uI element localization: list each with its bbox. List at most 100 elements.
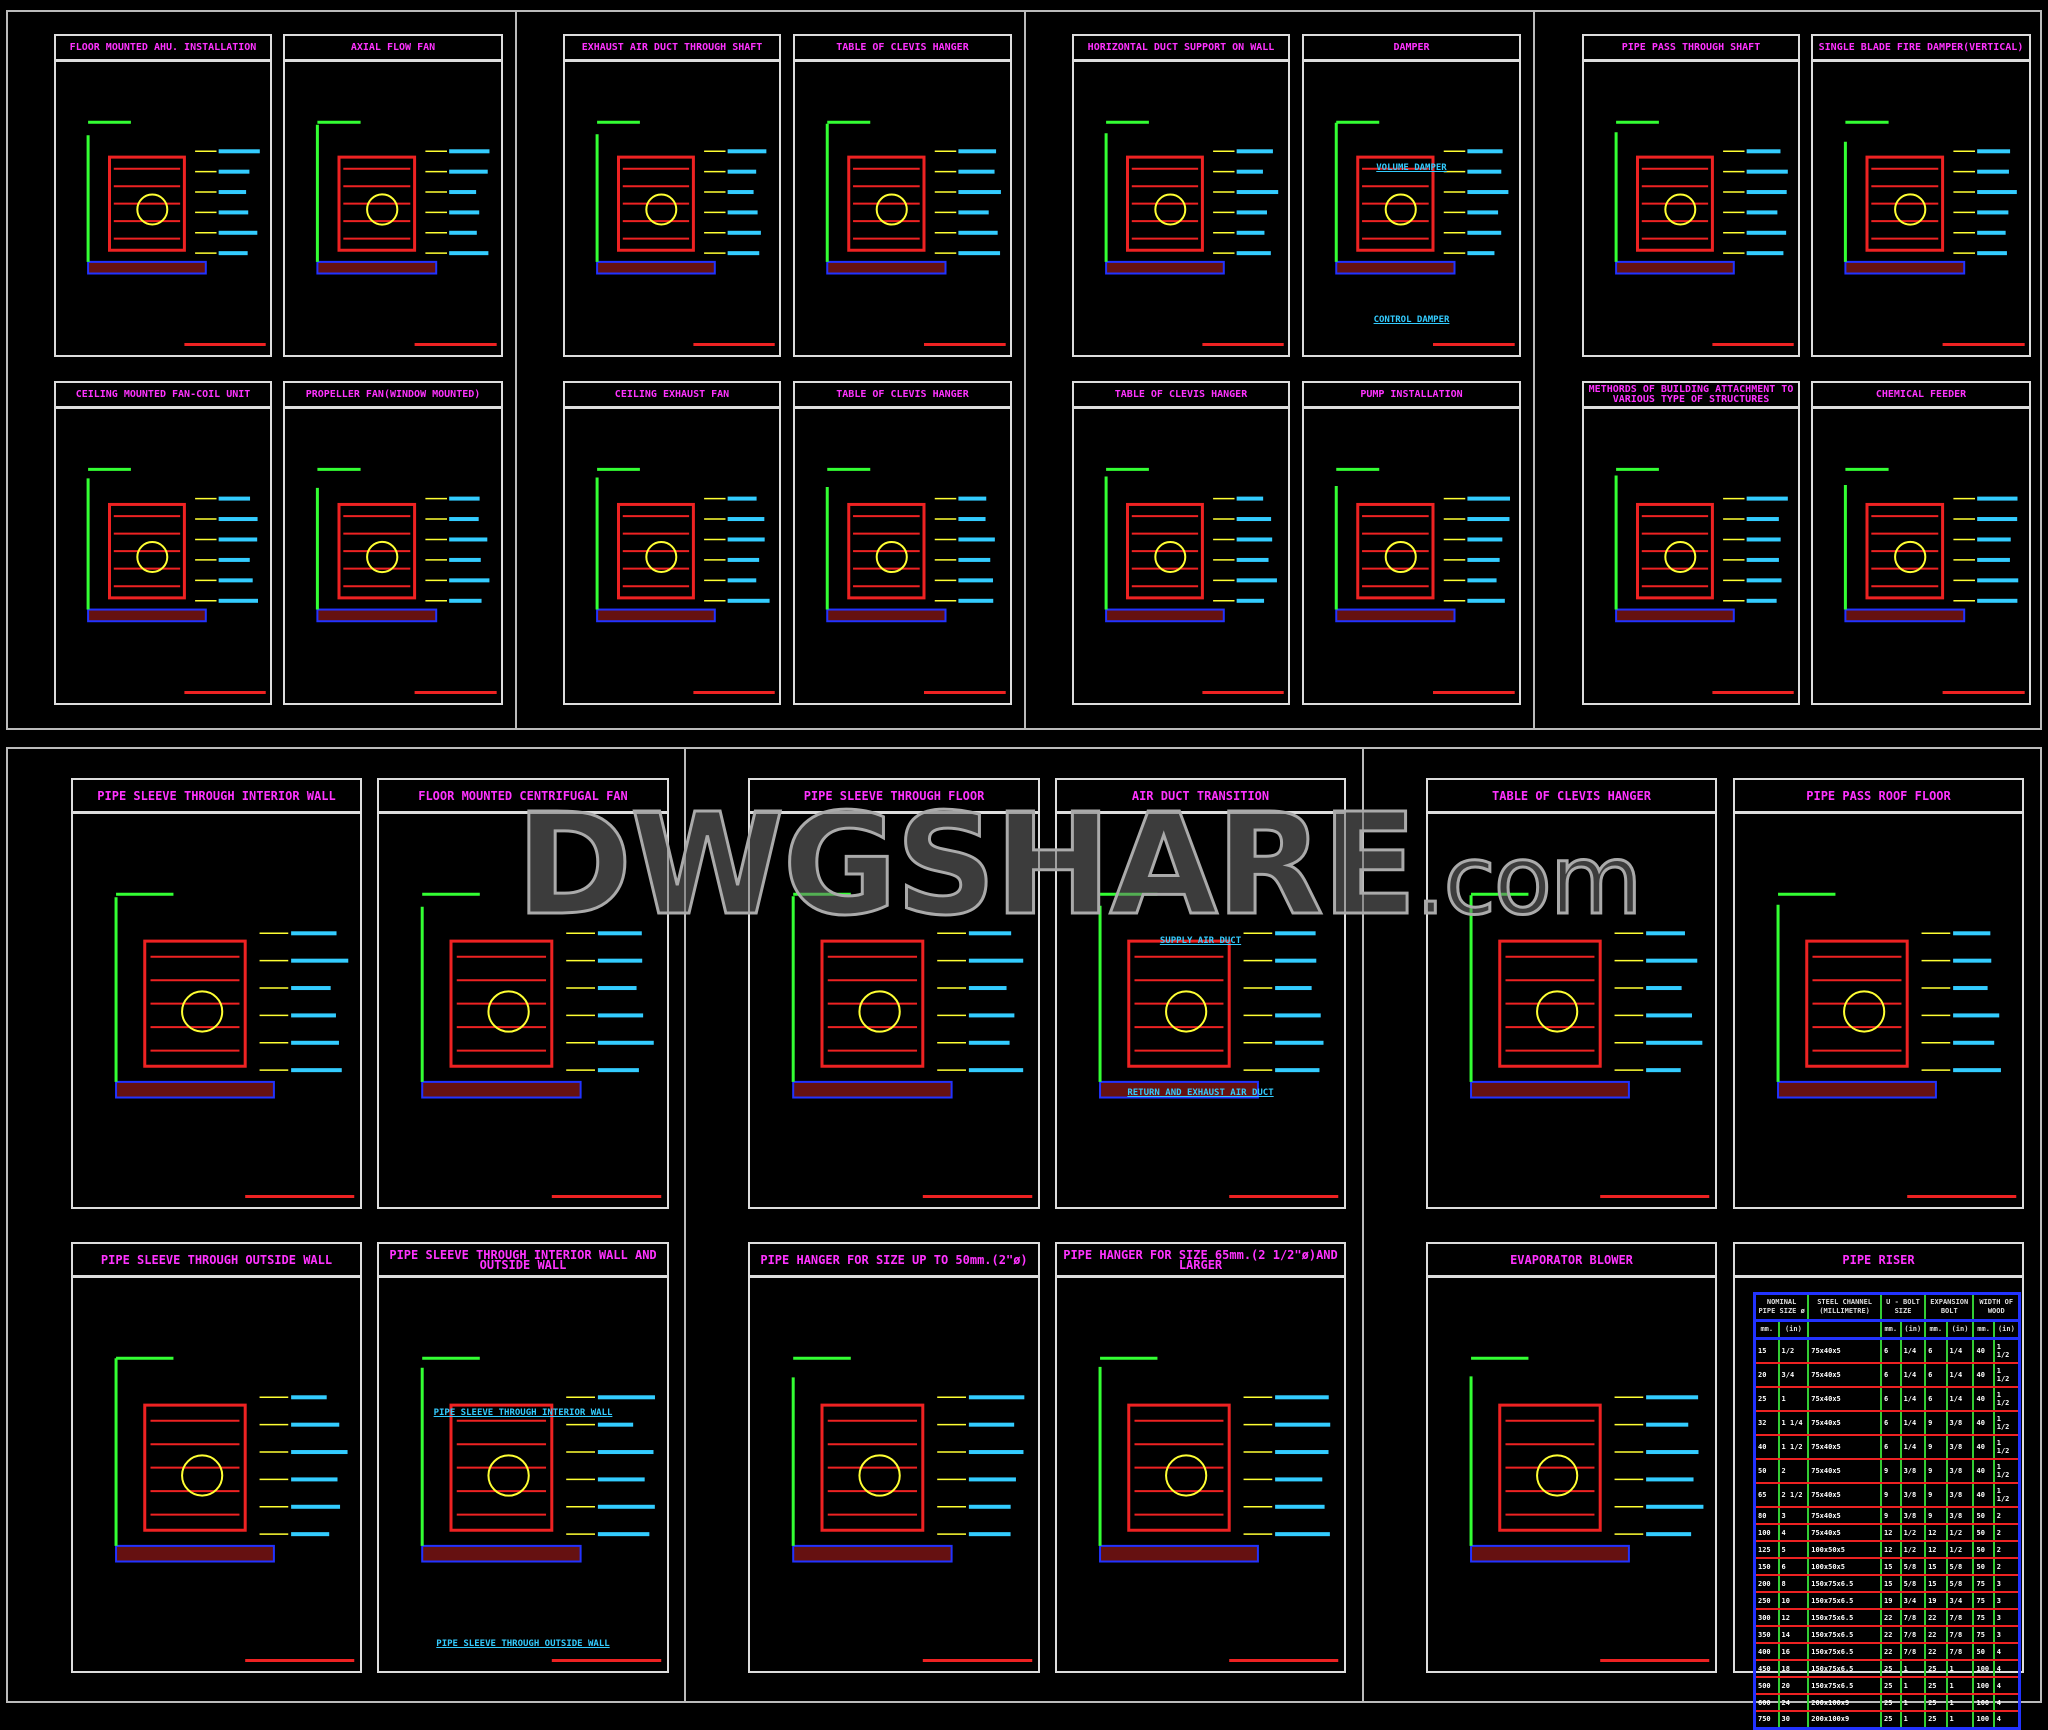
- sheet-footer-text: [924, 691, 1006, 694]
- leader-label: [1236, 517, 1272, 522]
- leader-label: [1646, 1504, 1704, 1509]
- table-cell: 150x75x6.5: [1807, 1609, 1881, 1627]
- cad-drawing: [825, 120, 1006, 346]
- leader-label: [1746, 149, 1781, 154]
- leader-label: [218, 517, 258, 522]
- leader-label: [218, 169, 250, 174]
- table-cell: 6: [1880, 1338, 1901, 1364]
- cad-drawing: [420, 1356, 662, 1662]
- fan-wheel: [1384, 540, 1417, 574]
- leader-label: [597, 1450, 654, 1455]
- foundation: [792, 1544, 953, 1563]
- divider: [515, 10, 517, 730]
- leader-label: [1977, 169, 2009, 174]
- leader-label: [449, 251, 489, 256]
- equipment-outline: [1127, 1403, 1231, 1532]
- equipment-outline: [143, 1403, 247, 1532]
- table-cell: 6: [1880, 1411, 1901, 1436]
- table-cell: 1/4: [1899, 1387, 1926, 1412]
- sheet-footer-text: [414, 691, 497, 694]
- panel-title: PIPE SLEEVE THROUGH FLOOR: [750, 780, 1038, 814]
- leader-label: [597, 986, 637, 991]
- drawing-caption: PIPE SLEEVE THROUGH OUTSIDE WALL: [436, 1638, 610, 1649]
- table-unit: (in): [1992, 1320, 2020, 1340]
- foundation: [421, 1544, 582, 1563]
- table-cell: 1: [1777, 1387, 1809, 1412]
- leader-label: [968, 1013, 1015, 1018]
- table-cell: 1: [1945, 1660, 1974, 1678]
- table-cell: 100x50x5: [1807, 1541, 1881, 1559]
- table-cell: 15: [1924, 1575, 1947, 1593]
- leader-label: [727, 578, 757, 583]
- equipment-outline: [617, 502, 695, 600]
- leader-label: [1467, 190, 1509, 195]
- leader-label: [1646, 1013, 1692, 1018]
- leader-label: [1977, 496, 2018, 501]
- drawing-panel: FLOOR MOUNTED AHU. INSTALLATION: [54, 34, 272, 357]
- cad-drawing: [1614, 120, 1794, 346]
- table-cell: 40: [1972, 1459, 1994, 1484]
- table-cell: 3: [1992, 1609, 2020, 1627]
- equipment-outline: [820, 939, 925, 1068]
- table-cell: 350: [1753, 1626, 1779, 1644]
- leader-label: [1746, 169, 1788, 174]
- table-cell: 300: [1753, 1609, 1779, 1627]
- table-cell: 9: [1880, 1483, 1901, 1508]
- cad-drawing: [1469, 1356, 1710, 1662]
- table-cell: 40: [1972, 1411, 1994, 1436]
- table-unit: (in): [1777, 1320, 1809, 1340]
- leader-label: [597, 1395, 655, 1400]
- table-cell: 3: [1992, 1575, 2020, 1593]
- bottom-sheet-frame: [6, 747, 2042, 1703]
- cad-drawing: [791, 1356, 1033, 1662]
- leader-label: [1977, 251, 2007, 256]
- leader-label: [1467, 557, 1500, 562]
- table-cell: 65: [1753, 1483, 1779, 1508]
- table-cell: 22: [1924, 1626, 1947, 1644]
- cad-drawing: [595, 120, 775, 346]
- leader-label: [1746, 557, 1779, 562]
- leader-label: [968, 1068, 1024, 1073]
- drawing-panel: PUMP INSTALLATION: [1302, 381, 1521, 705]
- leader-label: [1746, 578, 1782, 583]
- leader-label: [1953, 986, 1988, 991]
- sheet-footer-text: [1712, 343, 1794, 346]
- leader-label: [1467, 169, 1502, 174]
- watermark-main: DWGSHARE: [514, 783, 1418, 949]
- foundation: [596, 260, 716, 275]
- table-cell: 50: [1972, 1643, 1994, 1661]
- table-cell: 14: [1777, 1626, 1809, 1644]
- foundation: [1105, 260, 1225, 275]
- drawing-panel: TABLE OF CLEVIS HANGER: [793, 34, 1012, 357]
- leader-label: [958, 517, 986, 522]
- table-cell: 4: [1992, 1677, 2020, 1695]
- table-cell: 6: [1880, 1363, 1901, 1388]
- leader-label: [727, 557, 760, 562]
- table-cell: 25: [1880, 1677, 1901, 1695]
- table-cell: 4: [1992, 1643, 2020, 1661]
- table-cell: 50: [1972, 1558, 1994, 1576]
- leader-label: [1646, 1068, 1681, 1073]
- table-cell: 75: [1972, 1609, 1994, 1627]
- foundation: [1615, 608, 1735, 623]
- table-unit: (in): [1899, 1320, 1926, 1340]
- table-cell: 9: [1924, 1507, 1947, 1525]
- leader-label: [1467, 251, 1495, 256]
- leader-label: [597, 1532, 650, 1537]
- panel-title: CHEMICAL FEEDER: [1813, 383, 2029, 409]
- cad-drawing: [1098, 1356, 1339, 1662]
- panel-title: FLOOR MOUNTED CENTRIFUGAL FAN: [379, 780, 667, 814]
- sheet-footer-text: [1942, 691, 2025, 694]
- equipment-outline: [1498, 1403, 1602, 1532]
- divider: [1533, 10, 1535, 730]
- leader-label: [1236, 557, 1269, 562]
- fan-wheel: [366, 193, 399, 226]
- table-cell: 40: [1972, 1483, 1994, 1508]
- sheet-footer-text: [1229, 1195, 1339, 1198]
- leader-label: [968, 1504, 1011, 1509]
- table-unit: mm.: [1880, 1320, 1901, 1340]
- foundation: [1335, 260, 1456, 275]
- panel-title: METHORDS OF BUILDING ATTACHMENT TO VARIO…: [1584, 383, 1798, 409]
